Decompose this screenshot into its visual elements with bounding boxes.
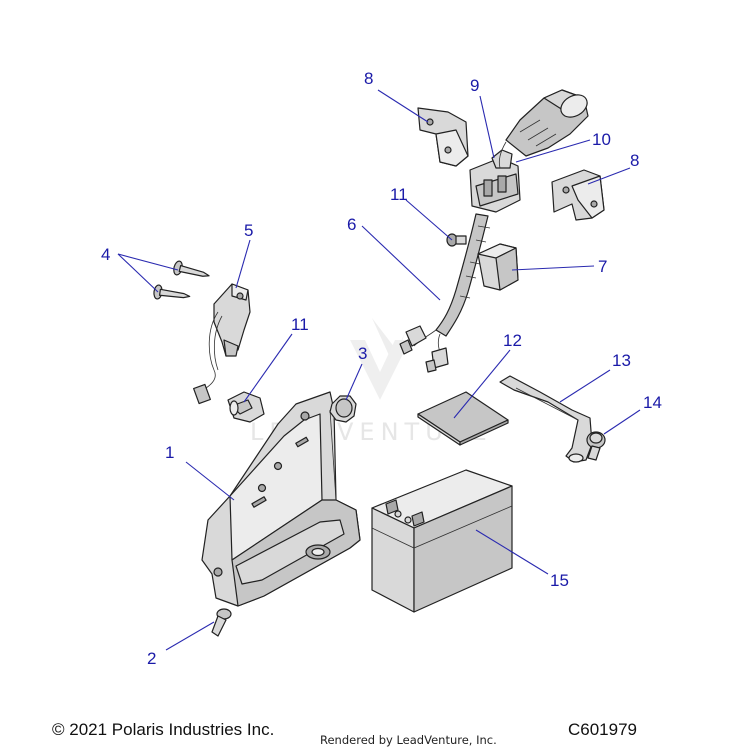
part-1-battery-bracket[interactable]	[201, 391, 361, 607]
leader-8b	[587, 167, 631, 185]
part-13-hold-down-strap[interactable]	[499, 375, 593, 463]
leader-13	[559, 369, 611, 403]
leader-1	[185, 461, 235, 501]
callout-7: 7	[598, 257, 607, 276]
part-4-push-pins[interactable]	[153, 260, 211, 303]
part-6-wiring-harness[interactable]	[399, 213, 491, 373]
leader-3	[345, 363, 363, 401]
callout-8-right: 8	[630, 151, 639, 170]
callout-11-upper: 11	[390, 185, 408, 204]
leader-5	[235, 239, 251, 289]
callout-15: 15	[550, 571, 569, 590]
leader-2	[165, 621, 215, 651]
leader-11b	[243, 333, 293, 403]
diagram-code: C601979	[568, 720, 638, 739]
part-2-screw[interactable]	[211, 608, 232, 637]
callout-13: 13	[612, 351, 631, 370]
callout-3: 3	[358, 344, 367, 363]
callout-11-lower: 11	[291, 315, 309, 334]
leader-10	[515, 139, 591, 163]
callout-12: 12	[503, 331, 522, 350]
leader-6	[361, 225, 441, 301]
rendered-by-text: Rendered by LeadVenture, Inc.	[320, 733, 497, 747]
leader-14	[603, 409, 641, 435]
leader-7	[511, 265, 595, 271]
part-9-10-connector-cluster[interactable]	[469, 89, 591, 213]
leader-4a	[117, 253, 179, 271]
leader-lines	[117, 89, 641, 651]
part-7-fuse-holder[interactable]	[477, 243, 519, 291]
callout-8-upper: 8	[364, 69, 373, 88]
part-11-connector-post-lower[interactable]	[227, 391, 265, 423]
callout-14: 14	[643, 393, 662, 412]
part-11-stud-upper[interactable]	[446, 233, 467, 247]
part-5-sensor-pigtail[interactable]	[193, 283, 251, 405]
callout-1: 1	[165, 443, 174, 462]
callout-5: 5	[244, 221, 253, 240]
part-8-clip-upper[interactable]	[417, 107, 469, 167]
leader-12	[453, 349, 511, 419]
copyright-text: © 2021 Polaris Industries Inc.	[52, 720, 275, 739]
leader-8a	[377, 89, 429, 123]
part-12-battery-pad[interactable]	[417, 391, 509, 446]
leader-4b	[117, 253, 159, 293]
callout-6: 6	[347, 215, 356, 234]
part-3-grommet[interactable]	[329, 395, 357, 423]
part-14-bolt[interactable]	[586, 431, 606, 461]
callout-4: 4	[101, 245, 110, 264]
leader-15	[475, 529, 549, 575]
part-8-clip-right[interactable]	[551, 169, 605, 221]
part-15-battery[interactable]	[371, 469, 513, 613]
callout-9: 9	[470, 76, 479, 95]
leader-9	[479, 95, 495, 159]
callout-10: 10	[592, 130, 611, 149]
callout-labels: 1 2 3 4 5 6 7 8 8 9 10 11 11 12 13 14 15	[101, 69, 662, 668]
leader-11a	[405, 199, 453, 241]
callout-2: 2	[147, 649, 156, 668]
